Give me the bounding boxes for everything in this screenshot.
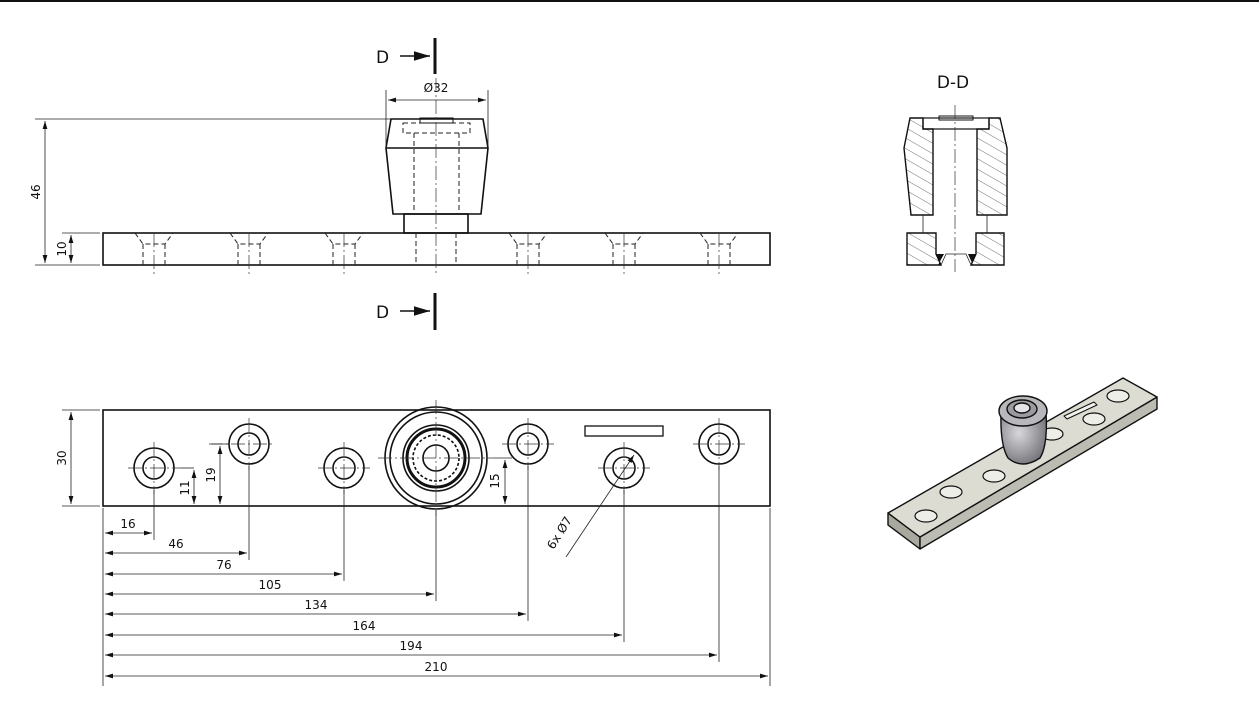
hole <box>693 418 745 470</box>
section-marker-bottom: D <box>376 293 437 330</box>
dim-19: 19 <box>204 467 218 482</box>
isometric-view <box>887 377 1158 550</box>
hole-callout: 6x Ø7 <box>544 514 575 552</box>
svg-text:210: 210 <box>425 660 448 674</box>
svg-text:164: 164 <box>353 619 376 633</box>
countersink-holes-hidden <box>134 232 739 274</box>
hole <box>598 442 650 494</box>
knob-body <box>385 118 489 215</box>
x-dim-210: 210 <box>105 508 771 686</box>
dim-10: 10 <box>55 241 69 256</box>
section-title: D-D <box>937 73 969 93</box>
plate-side <box>102 232 771 266</box>
x-dim-194: 194 <box>105 466 720 662</box>
hole <box>502 418 554 470</box>
dim-15: 15 <box>488 473 502 488</box>
dim-30: 30 <box>55 450 69 465</box>
hole <box>318 442 370 494</box>
section-marker-top: D <box>376 38 437 74</box>
section-view-d-d: D-D <box>903 73 1008 272</box>
svg-text:16: 16 <box>120 517 135 531</box>
dim-diameter-32: Ø32 <box>424 81 449 95</box>
svg-text:46: 46 <box>168 537 183 551</box>
svg-text:76: 76 <box>216 558 231 572</box>
svg-text:D: D <box>376 303 389 323</box>
x-dim-134: 134 <box>105 466 529 621</box>
x-dim-105: 105 <box>105 510 437 601</box>
plate-top <box>102 409 771 507</box>
x-dim-76: 76 <box>105 490 345 581</box>
svg-text:194: 194 <box>400 639 423 653</box>
top-view: 30 11 19 15 6x Ø7 16 46 76 105 134 164 1… <box>55 400 771 686</box>
x-dim-16: 16 <box>105 490 155 540</box>
x-dim-164: 164 <box>105 490 625 642</box>
svg-text:105: 105 <box>259 578 282 592</box>
hole <box>128 442 180 494</box>
x-dim-46: 46 <box>105 466 250 560</box>
dim-11: 11 <box>178 480 192 495</box>
slot <box>584 425 664 437</box>
svg-text:134: 134 <box>305 598 328 612</box>
front-view: 46 10 Ø32 <box>29 78 771 275</box>
svg-text:D: D <box>376 48 389 68</box>
dim-46: 46 <box>29 184 43 199</box>
knob-top <box>378 400 494 516</box>
